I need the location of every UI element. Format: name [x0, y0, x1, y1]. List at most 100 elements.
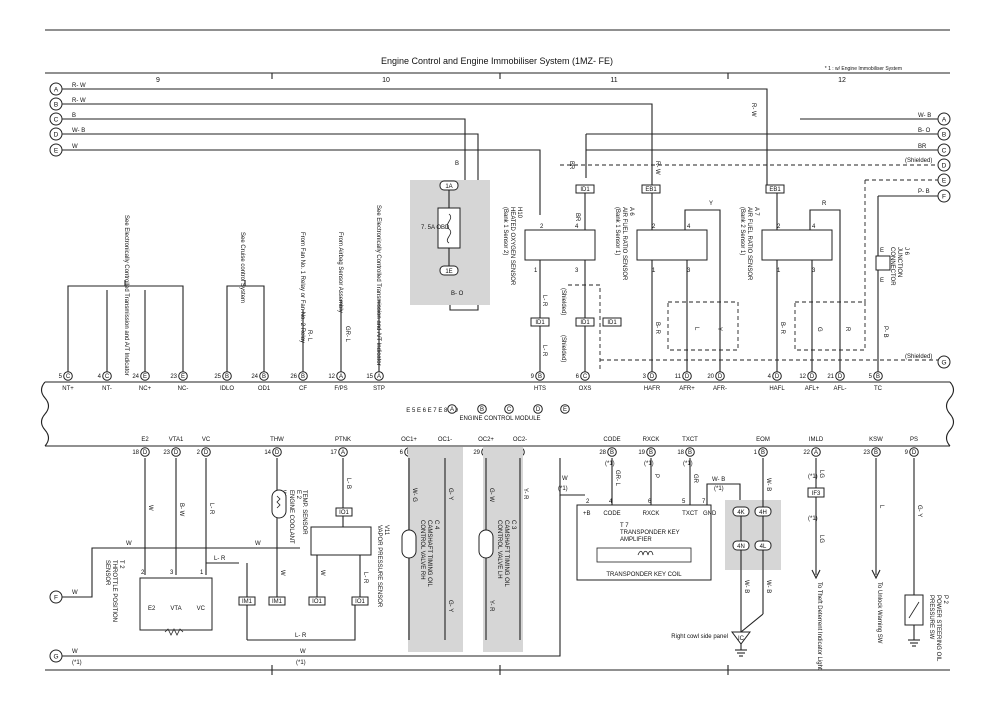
transponder-key-amplifier: W (*1) GR- L P GR (*1) (*1) (*1) +B CODE…	[558, 458, 781, 657]
svg-text:From Airbag Sensor Assembly: From Airbag Sensor Assembly	[337, 232, 343, 313]
connector-letter-text: B	[876, 374, 880, 380]
svg-text:LG: LG	[818, 470, 824, 478]
svg-text:IO1: IO1	[312, 599, 322, 605]
connector-letter	[772, 371, 782, 381]
svg-text:F: F	[54, 595, 58, 602]
connector-letter	[646, 447, 656, 457]
svg-text:(*1): (*1)	[296, 660, 306, 666]
svg-text:4K: 4K	[737, 510, 744, 516]
svg-text:3: 3	[687, 268, 691, 274]
pin-number: 12	[799, 374, 806, 380]
svg-text:(*1): (*1)	[644, 461, 654, 467]
svg-text:ID1: ID1	[580, 187, 590, 193]
connector-letter	[682, 371, 692, 381]
pin-number: 9	[531, 374, 535, 380]
ecm-connector-badge: B	[477, 404, 487, 414]
pin-number: 28	[599, 450, 606, 456]
connector-letter-text: D	[912, 450, 917, 456]
svg-text:To Theft Deterrent Indicator L: To Theft Deterrent Indicator Light	[816, 582, 822, 670]
svg-text:A 6: A 6	[628, 207, 634, 216]
pin-number: 3	[643, 374, 647, 380]
svg-text:(*1): (*1)	[558, 486, 568, 492]
pin-signal: NT+	[62, 386, 74, 392]
svg-text:H10: H10	[516, 207, 522, 219]
svg-text:TXCT: TXCT	[682, 511, 698, 517]
svg-text:See Cruise control System: See Cruise control System	[239, 232, 245, 303]
connector-letter	[298, 371, 308, 381]
svg-text:T 2: T 2	[118, 560, 124, 569]
svg-text:W: W	[126, 541, 132, 547]
connector-letter-text: B	[538, 374, 542, 380]
svg-text:W: W	[255, 541, 261, 547]
connector-letter-text: E	[181, 374, 185, 380]
ecm-connector-badge: A	[447, 404, 457, 414]
pin-signal: OXS	[579, 386, 592, 392]
pin-number: 22	[803, 450, 810, 456]
svg-text:EB1: EB1	[645, 187, 657, 193]
pin-signal: IDLO	[220, 386, 234, 392]
svg-text:L- R: L- R	[362, 572, 368, 584]
svg-text:V11: V11	[383, 525, 389, 536]
pin-number: 5	[59, 374, 63, 380]
svg-text:L- R: L- R	[295, 633, 307, 639]
connector-letter	[374, 371, 384, 381]
pin-number: 11	[675, 374, 682, 380]
svg-text:W- B: W- B	[712, 477, 725, 483]
svg-text:E: E	[880, 248, 884, 254]
svg-text:From Fan No. 1 Relay or Fan No: From Fan No. 1 Relay or Fan No. 2 Relay	[299, 232, 305, 343]
svg-text:E: E	[54, 148, 59, 155]
svg-text:R- L: R- L	[306, 330, 312, 342]
svg-text:D: D	[536, 407, 541, 413]
svg-text:A: A	[942, 117, 947, 124]
svg-text:W: W	[72, 590, 78, 596]
connector-letter-text: B	[649, 450, 653, 456]
svg-text:GR: GR	[692, 474, 698, 484]
connector-letter	[259, 371, 269, 381]
pin-signal: CF	[299, 386, 307, 392]
svg-text:IM1: IM1	[242, 599, 253, 605]
svg-text:6: 6	[648, 499, 652, 505]
pin-signal: CODE	[603, 437, 620, 443]
connector-letter-text: D	[174, 450, 179, 456]
svg-text:CONNECTOR: CONNECTOR	[889, 247, 895, 286]
connector-letter-text: C	[583, 374, 588, 380]
pin-number: 25	[214, 374, 221, 380]
connector-letter	[140, 447, 150, 457]
connector-letter-text: D	[775, 374, 780, 380]
pin-signal: HAFR	[644, 386, 661, 392]
svg-text:3: 3	[812, 268, 816, 274]
bottom-g-wire: W (*1) W (*1)	[62, 495, 561, 666]
pin-number: 19	[638, 450, 645, 456]
connector-letter	[272, 447, 282, 457]
connector-letter	[685, 447, 695, 457]
svg-text:Y: Y	[709, 201, 713, 207]
pin-number: 23	[863, 450, 870, 456]
svg-text:VC: VC	[197, 606, 206, 612]
svg-text:RXCK: RXCK	[643, 511, 660, 517]
connector-letter	[63, 371, 73, 381]
svg-text:B- O: B- O	[918, 128, 931, 134]
svg-text:A: A	[54, 87, 59, 94]
svg-text:ENGINE COOLANT: ENGINE COOLANT	[288, 490, 294, 544]
ecm-connector-badge: E	[560, 404, 570, 414]
connector-letter-text: B	[874, 450, 878, 456]
pin-signal: OC2-	[513, 437, 527, 443]
footnote: * 1 : w/ Engine Immobiliser System	[825, 66, 902, 72]
svg-text:4L: 4L	[760, 544, 767, 550]
svg-text:3: 3	[575, 268, 579, 274]
pin-signal: KSW	[869, 437, 883, 443]
connector-letter	[535, 371, 545, 381]
svg-text:G: G	[53, 654, 58, 661]
pin-number: 6	[400, 450, 404, 456]
svg-text:A 7: A 7	[753, 207, 759, 216]
